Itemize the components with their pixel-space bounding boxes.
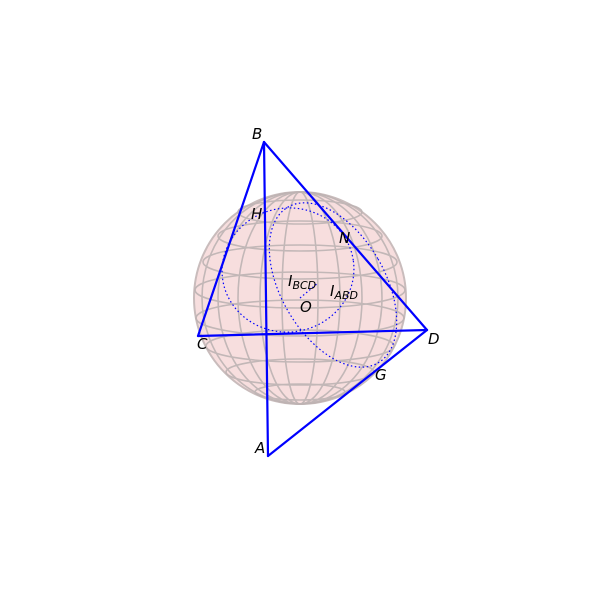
label-i-abd-sub: ABD [333,289,358,302]
face-incircles [221,202,398,368]
label-d: D [428,330,440,348]
label-g: G [375,366,387,384]
label-i-bcd-sub: BCD [292,279,316,292]
label-i-abd: IABD [330,282,358,302]
label-i-bcd-main: I [288,272,293,290]
label-b: B [252,125,262,143]
edge-bc [196,140,266,338]
edge-cd [196,328,429,338]
label-c: C [197,335,208,353]
label-a: A [254,439,265,457]
label-i-bcd: IBCD [288,272,316,292]
label-i-abd-main: I [330,282,335,300]
tetrahedron-edges [196,140,429,458]
label-o: O [300,298,312,316]
incircle-face-bcd [221,207,355,333]
label-h: H [251,205,262,223]
edge-ad [266,328,429,458]
label-n: N [339,229,350,247]
point-labels: B H N IBCD IABD O C D G A [197,125,440,457]
incircle-face-abd [268,202,398,368]
sphere-grid [194,191,406,405]
edge-ba [262,140,270,458]
edge-bd [262,140,429,332]
